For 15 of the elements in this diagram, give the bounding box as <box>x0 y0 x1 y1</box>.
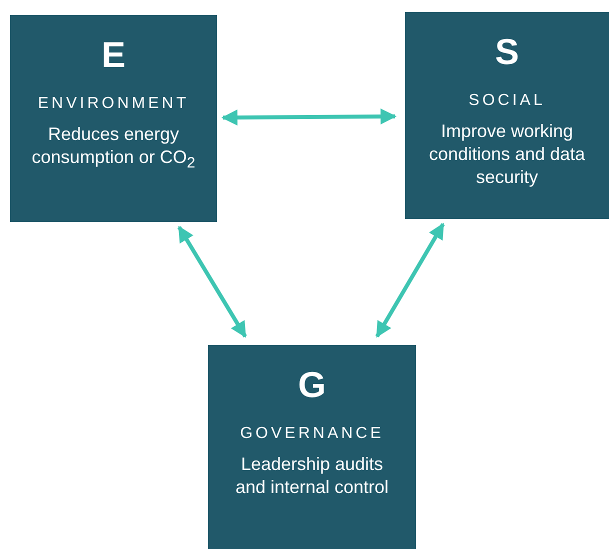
category-description: Leadership audits and internal control <box>234 453 390 499</box>
category-letter: S <box>494 30 520 74</box>
category-title: ENVIRONMENT <box>36 95 190 113</box>
double-arrow <box>221 108 397 126</box>
category-description: Reduces energy consumption or CO$_{2}$ <box>30 123 196 174</box>
double-arrow <box>375 222 445 338</box>
category-letter: G <box>296 363 327 407</box>
category-description: Improve working conditions and data security <box>428 120 586 189</box>
category-box <box>405 12 609 219</box>
category-box <box>208 345 416 549</box>
category-title: GOVERNANCE <box>239 425 385 443</box>
category-title: SOCIAL <box>468 92 546 110</box>
category-box <box>10 15 217 222</box>
category-letter: E <box>100 33 126 77</box>
double-arrow <box>177 226 247 338</box>
